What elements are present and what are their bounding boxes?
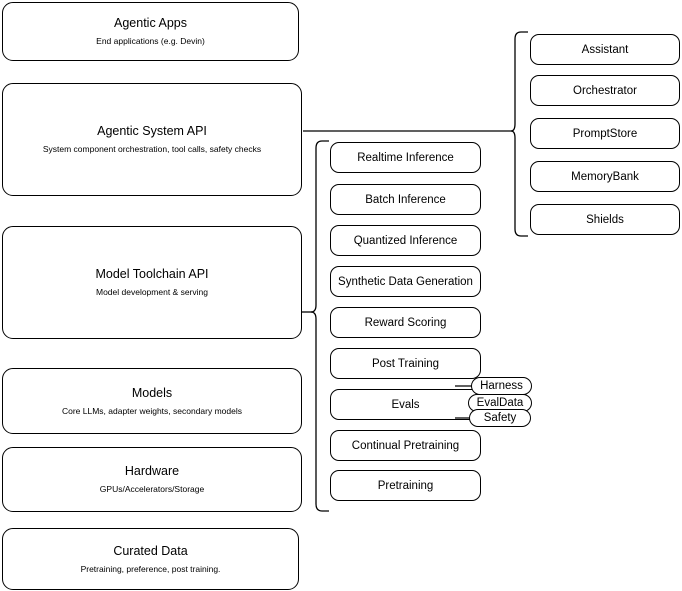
middle-column-brace xyxy=(310,140,329,512)
component-memorybank[interactable]: MemoryBank xyxy=(530,161,680,192)
component-label: PromptStore xyxy=(572,127,638,140)
layer-description: GPUs/Accelerators/Storage xyxy=(99,484,205,494)
component-label: Reward Scoring xyxy=(364,316,447,329)
component-label: Post Training xyxy=(371,357,440,370)
right-column-brace xyxy=(510,31,528,237)
component-realtime-inference[interactable]: Realtime Inference xyxy=(330,142,481,173)
evals-subcomponent-harness[interactable]: Harness xyxy=(471,377,532,395)
component-label: Orchestrator xyxy=(573,84,637,97)
layer-title: Agentic System API xyxy=(97,124,207,139)
layer-title: Agentic Apps xyxy=(114,16,187,31)
layer-title: Hardware xyxy=(124,464,180,479)
component-continual-pretraining[interactable]: Continual Pretraining xyxy=(330,430,481,461)
component-label: MemoryBank xyxy=(571,170,639,183)
component-pretraining[interactable]: Pretraining xyxy=(330,470,481,501)
component-orchestrator[interactable]: Orchestrator xyxy=(530,75,680,106)
evals-subcomponent-safety[interactable]: Safety xyxy=(469,409,531,427)
component-evals[interactable]: Evals xyxy=(330,389,481,420)
evals-subcomponent-label: Harness xyxy=(480,380,523,392)
component-label: Pretraining xyxy=(377,479,434,492)
layer-title: Curated Data xyxy=(113,543,188,558)
layer-model-toolchain-api[interactable]: Model Toolchain API Model development & … xyxy=(2,226,302,339)
component-label: Assistant xyxy=(581,43,629,56)
component-assistant[interactable]: Assistant xyxy=(530,34,680,65)
layer-curated-data[interactable]: Curated Data Pretraining, preference, po… xyxy=(2,528,299,590)
component-label: Realtime Inference xyxy=(357,151,454,164)
component-promptstore[interactable]: PromptStore xyxy=(530,118,680,149)
layer-description: Core LLMs, adapter weights, secondary mo… xyxy=(61,405,242,416)
component-shields[interactable]: Shields xyxy=(530,204,680,235)
component-quantized-inference[interactable]: Quantized Inference xyxy=(330,225,481,256)
layer-title: Models xyxy=(131,385,173,400)
component-label: Synthetic Data Generation xyxy=(338,275,473,288)
component-label: Evals xyxy=(391,398,420,411)
component-label: Continual Pretraining xyxy=(351,439,460,452)
evals-subcomponent-label: Safety xyxy=(483,412,517,424)
layer-models[interactable]: Models Core LLMs, adapter weights, secon… xyxy=(2,368,302,434)
component-synthetic-data-generation[interactable]: Synthetic Data Generation xyxy=(330,266,481,297)
component-batch-inference[interactable]: Batch Inference xyxy=(330,184,481,215)
layer-title: Model Toolchain API xyxy=(95,267,209,282)
layer-description: Pretraining, preference, post training. xyxy=(80,563,221,574)
layer-agentic-apps[interactable]: Agentic Apps End applications (e.g. Devi… xyxy=(2,2,299,61)
component-label: Quantized Inference xyxy=(353,234,458,247)
component-post-training[interactable]: Post Training xyxy=(330,348,481,379)
evals-subcomponent-label: EvalData xyxy=(476,397,524,409)
layer-agentic-system-api[interactable]: Agentic System API System component orch… xyxy=(2,83,302,196)
component-reward-scoring[interactable]: Reward Scoring xyxy=(330,307,481,338)
layer-description: End applications (e.g. Devin) xyxy=(96,36,205,46)
layer-hardware[interactable]: Hardware GPUs/Accelerators/Storage xyxy=(2,447,302,512)
layer-description: Model development & serving xyxy=(96,287,208,297)
component-label: Batch Inference xyxy=(365,193,446,206)
component-label: Shields xyxy=(586,213,624,226)
layer-description: System component orchestration, tool cal… xyxy=(42,144,262,154)
